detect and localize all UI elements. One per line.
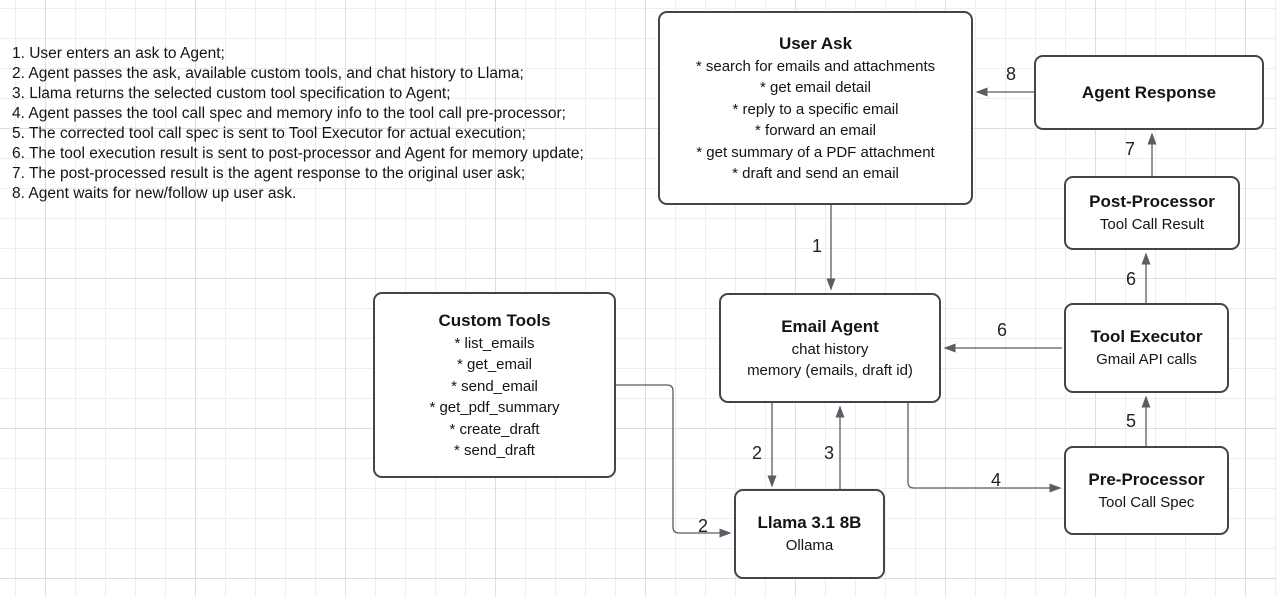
- node-title: Email Agent: [781, 316, 879, 336]
- node-pre-processor[interactable]: Pre-Processor Tool Call Spec: [1064, 446, 1229, 535]
- node-subtitle: Gmail API calls: [1096, 351, 1197, 369]
- edge-label-step2-tools-to-llama: 2: [697, 516, 709, 536]
- node-line: * forward an email: [755, 122, 876, 139]
- edge-label-step2-agent-to-llama: 2: [751, 443, 763, 463]
- node-line: chat history: [791, 340, 869, 358]
- node-line: * search for emails and attachments: [695, 57, 936, 75]
- process-step: 8. Agent waits for new/follow up user as…: [12, 185, 297, 202]
- edge-label-step4: 4: [990, 470, 1002, 490]
- process-step: 4. Agent passes the tool call spec and m…: [12, 105, 566, 122]
- node-title: Post-Processor: [1089, 192, 1215, 212]
- node-title: Pre-Processor: [1088, 469, 1205, 489]
- process-step: 7. The post-processed result is the agen…: [12, 165, 526, 182]
- edge-step4-emailagent-to-preprocessor: [907, 403, 1062, 493]
- node-agent-response[interactable]: Agent Response: [1034, 55, 1264, 130]
- node-line: * reply to a specific email: [732, 100, 899, 118]
- node-subtitle: Tool Call Result: [1099, 216, 1205, 234]
- node-llama[interactable]: Llama 3.1 8B Ollama: [734, 489, 885, 579]
- node-title: Llama 3.1 8B: [757, 513, 862, 533]
- node-email-agent[interactable]: Email Agent chat history memory (emails,…: [719, 293, 941, 403]
- node-subtitle: Tool Call Spec: [1098, 493, 1195, 511]
- node-line: * send_email: [451, 377, 538, 395]
- node-line: * list_emails: [454, 334, 535, 352]
- node-title: Custom Tools: [438, 310, 551, 330]
- edge-label-step7: 7: [1124, 139, 1136, 159]
- node-post-processor[interactable]: Post-Processor Tool Call Result: [1064, 176, 1240, 250]
- node-line: memory (emails, draft id): [747, 362, 913, 379]
- edge-label-step1: 1: [811, 236, 823, 256]
- node-subtitle: Ollama: [785, 537, 834, 555]
- node-line: * get summary of a PDF attachment: [696, 143, 935, 161]
- process-step: 3. Llama returns the selected custom too…: [12, 85, 451, 102]
- process-step: 5. The corrected tool call spec is sent …: [12, 125, 526, 142]
- node-title: Agent Response: [1081, 82, 1217, 102]
- node-custom-tools[interactable]: Custom Tools * list_emails * get_email *…: [373, 292, 616, 478]
- edge-label-step5: 5: [1125, 411, 1137, 431]
- node-line: * draft and send an email: [732, 165, 899, 182]
- node-line: * get_pdf_summary: [429, 399, 560, 416]
- node-line: * send_draft: [454, 442, 535, 459]
- node-line: * get_email: [456, 356, 533, 373]
- process-step: 1. User enters an ask to Agent;: [12, 45, 225, 62]
- edge-label-step8: 8: [1005, 64, 1017, 84]
- process-step: 6. The tool execution result is sent to …: [12, 145, 584, 162]
- node-title: User Ask: [778, 33, 853, 53]
- process-step: 2. Agent passes the ask, available custo…: [12, 65, 524, 82]
- edge-label-step6-to-agent: 6: [996, 320, 1008, 340]
- edge-step2-customtools-to-llama: [616, 384, 732, 538]
- edge-label-step3: 3: [823, 443, 835, 463]
- edge-label-step6-to-post: 6: [1125, 269, 1137, 289]
- process-steps-list: 1. User enters an ask to Agent; 2. Agent…: [12, 44, 584, 204]
- node-line: * get email detail: [760, 79, 871, 96]
- node-line: * create_draft: [449, 420, 540, 438]
- node-tool-executor[interactable]: Tool Executor Gmail API calls: [1064, 303, 1229, 393]
- node-user-ask[interactable]: User Ask * search for emails and attachm…: [658, 11, 973, 205]
- node-title: Tool Executor: [1090, 327, 1203, 347]
